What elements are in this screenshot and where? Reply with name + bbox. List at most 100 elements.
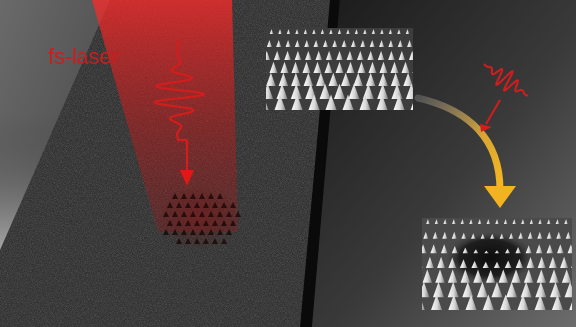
laser-beam [92,0,238,232]
spike-17 [388,29,393,34]
spike-52 [505,248,510,254]
spike-52 [346,50,354,60]
spike-13 [512,219,516,224]
spike-56 [388,50,395,60]
spike-89 [549,269,559,283]
spike-65 [302,61,311,73]
spot-crater-40 [185,238,191,244]
spike-84 [328,72,338,86]
spike-50 [484,250,489,254]
spot-crater-23 [167,220,173,226]
spot-crater-1 [181,193,187,199]
spike-69 [504,260,512,268]
spike-69 [346,61,355,73]
spike-17 [547,219,551,224]
spike-16 [538,219,542,224]
spike-14 [363,29,367,34]
spot-crater-28 [212,220,218,226]
spot-crater-43 [212,238,218,244]
spike-37 [546,231,552,239]
spike-49 [473,249,479,254]
spike-45 [430,244,437,254]
spike-100 [362,83,374,99]
spot-crater-16 [181,211,187,217]
spike-18 [397,29,401,34]
spike-9 [320,29,325,34]
spike-75 [571,265,572,268]
spike-47 [451,245,458,254]
spike-50 [325,50,333,60]
spike-11 [495,219,499,224]
spike-64 [291,61,300,73]
spike-61 [422,265,423,268]
spike-32 [499,233,504,239]
spot-crater-37 [217,229,223,235]
spike-44 [266,50,270,60]
spike-16 [380,29,384,34]
spike-94 [276,83,288,99]
spike-90 [403,72,413,86]
spot-crater-35 [199,229,205,235]
spike-15 [371,29,376,34]
spot-crater-21 [226,211,232,217]
spike-99 [506,281,518,298]
spike-8 [312,29,316,34]
spike-31 [332,40,338,47]
spike-94 [433,281,444,298]
spike-114 [551,294,563,310]
spike-96 [462,281,474,298]
spike-102 [391,83,403,99]
spike-68 [493,261,501,268]
inset-spike-array [266,28,413,110]
spike-88 [378,72,388,86]
spot-crater-14 [163,211,169,217]
spike-48 [305,50,312,60]
spot-crater-29 [221,220,227,226]
spike-73 [548,256,557,268]
spot-crater-8 [185,202,191,208]
spike-37 [388,40,394,47]
spike-54 [367,50,374,60]
spot-crater-20 [217,211,223,217]
spike-8 [469,219,473,224]
spike-3 [426,219,430,224]
spike-55 [377,50,385,60]
spike-27 [294,40,300,47]
spike-79 [422,269,433,283]
spot-crater-44 [221,238,227,244]
spot-crater-15 [172,211,178,217]
spike-19 [564,219,568,224]
spike-83 [316,72,326,86]
spike-51 [494,250,500,254]
spot-crater-17 [190,211,196,217]
spike-6 [452,219,456,224]
spike-24 [423,231,429,239]
incoming-pulse-arrow-head [480,124,492,132]
incoming-pulse-icon [483,63,529,97]
spike-90 [561,269,572,283]
spike-113 [376,94,388,110]
spike-111 [500,294,512,310]
spot-crater-36 [208,229,214,235]
spike-26 [442,231,448,239]
spike-54 [525,245,532,254]
spike-32 [341,40,347,47]
spike-81 [447,269,458,283]
spike-10 [329,29,333,34]
spike-34 [518,232,524,239]
spike-111 [342,94,354,110]
spike-39 [565,231,571,239]
spot-crater-31 [163,229,169,235]
spot-crater-30 [230,220,236,226]
spike-103 [405,83,413,99]
spike-106 [422,302,425,310]
spike-5 [443,219,447,224]
spike-7 [303,29,308,34]
spike-53 [357,50,364,60]
spike-12 [503,219,508,224]
spike-63 [280,61,289,73]
femtosecond-pulse-icon [153,39,206,142]
spike-4 [434,219,439,224]
spike-100 [520,281,532,298]
